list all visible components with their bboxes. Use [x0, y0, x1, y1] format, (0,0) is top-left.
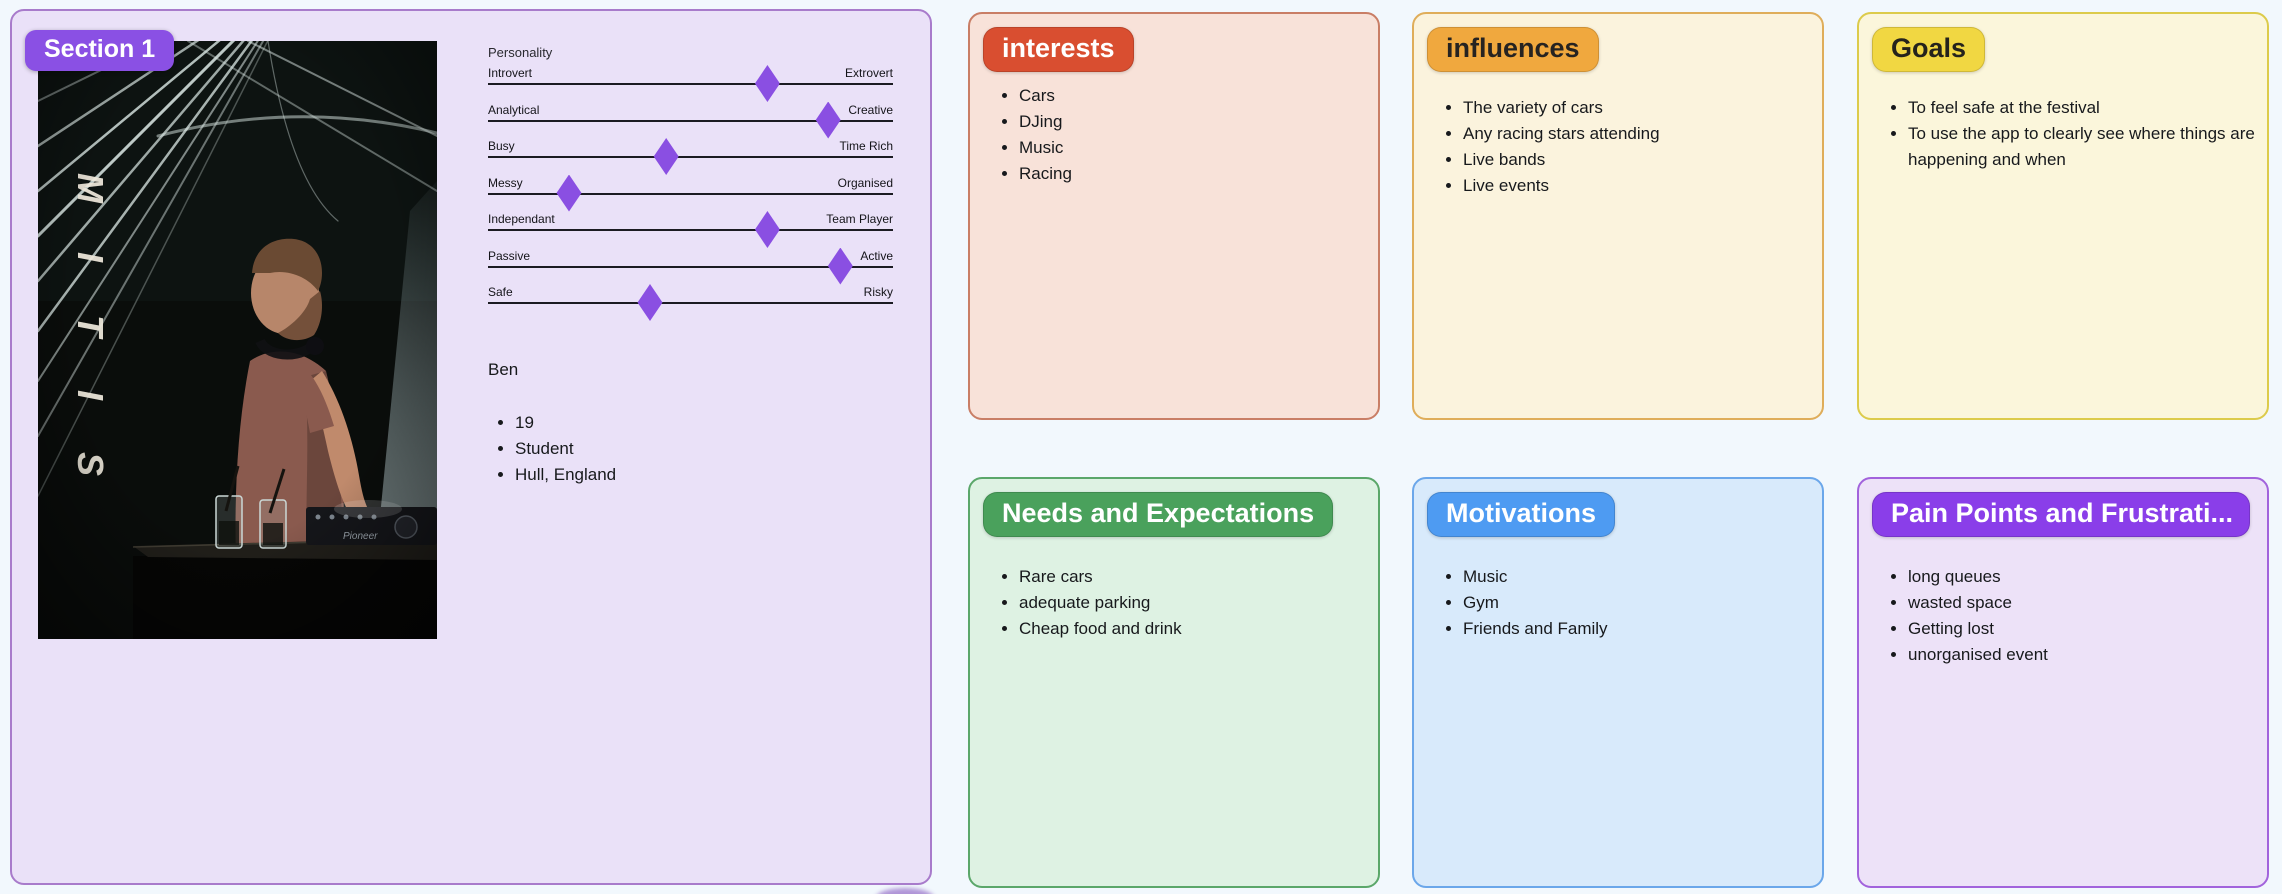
partial-shape-bottom[interactable] [876, 888, 934, 894]
card-title-badge[interactable]: interests [983, 27, 1134, 72]
card-title-badge[interactable]: Goals [1872, 27, 1986, 72]
card-list-item: unorganised event [1908, 642, 2263, 668]
personality-heading: Personality [488, 45, 553, 60]
card-item-list: Rare carsadequate parkingCheap food and … [983, 564, 1374, 642]
card-list-item: Music [1019, 135, 1374, 161]
persona-detail-item: Student [515, 436, 893, 462]
card-list-item: Any racing stars attending [1463, 121, 1818, 147]
photo-vignette [38, 41, 437, 639]
card-list-item: The variety of cars [1463, 95, 1818, 121]
card-title-badge[interactable]: Pain Points and Frustrati... [1872, 492, 2250, 537]
card-item-list: CarsDJingMusicRacing [983, 83, 1374, 187]
slider-left-label: Passive [488, 248, 531, 263]
card-item-list: long queueswasted spaceGetting lostunorg… [1872, 564, 2263, 668]
slider-left-label: Introvert [488, 66, 533, 80]
section1-right-column: Personality Introvert Extrovert Analytic… [488, 45, 893, 488]
card-list-item: To use the app to clearly see where thin… [1908, 121, 2263, 173]
slider-right-label: Risky [863, 285, 893, 299]
card-title-badge[interactable]: influences [1427, 27, 1599, 72]
section-badge[interactable]: Section 1 [25, 30, 175, 71]
persona-detail-item: Hull, England [515, 462, 893, 488]
persona-name: Ben [488, 360, 519, 379]
slider-left-label: Analytical [488, 102, 540, 117]
persona-note-card[interactable]: Pain Points and Frustrati... long queues… [1857, 477, 2269, 888]
card-list-item: wasted space [1908, 590, 2263, 616]
card-item-list: The variety of carsAny racing stars atte… [1427, 95, 1818, 199]
card-list-item: Cheap food and drink [1019, 616, 1374, 642]
dj-photo-graphic: M I T I S [38, 41, 437, 639]
slider-left-label: Independant [488, 212, 555, 226]
personality-sliders: Introvert Extrovert Analytical Creative … [488, 60, 893, 321]
slider-left-label: Safe [488, 285, 513, 299]
persona-details-list: 19 Student Hull, England [488, 410, 893, 488]
slider-right-label: Extrovert [844, 66, 893, 80]
card-item-list: To feel safe at the festivalTo use the a… [1872, 95, 2263, 173]
personality-slider: Analytical Creative [488, 85, 893, 139]
personality-slider: Busy Time Rich [488, 122, 893, 175]
persona-detail-item: 19 [515, 410, 893, 436]
card-list-item: Friends and Family [1463, 616, 1818, 642]
persona-note-card[interactable]: influences The variety of carsAny racing… [1412, 12, 1824, 420]
slider-right-label: Organised [837, 175, 893, 190]
persona-note-card[interactable]: Needs and Expectations Rare carsadequate… [968, 477, 1380, 888]
card-list-item: Music [1463, 564, 1818, 590]
slider-left-label: Busy [488, 139, 515, 153]
card-list-item: adequate parking [1019, 590, 1374, 616]
slider-right-label: Active [860, 248, 893, 263]
card-list-item: long queues [1908, 564, 2263, 590]
slider-right-label: Time Rich [839, 139, 893, 153]
slider-right-label: Team Player [826, 212, 893, 226]
card-list-item: DJing [1019, 109, 1374, 135]
card-list-item: Racing [1019, 161, 1374, 187]
section1-card[interactable]: Section 1 [10, 9, 932, 885]
slider-right-label: Creative [848, 102, 893, 117]
personality-slider: Independant Team Player [488, 195, 893, 248]
persona-note-card[interactable]: interests CarsDJingMusicRacing [968, 12, 1380, 420]
persona-note-card[interactable]: Motivations MusicGymFriends and Family [1412, 477, 1824, 888]
personality-slider: Safe Risky [488, 268, 893, 321]
card-list-item: Cars [1019, 83, 1374, 109]
card-item-list: MusicGymFriends and Family [1427, 564, 1818, 642]
card-title-badge[interactable]: Needs and Expectations [983, 492, 1334, 537]
persona-note-card[interactable]: Goals To feel safe at the festivalTo use… [1857, 12, 2269, 420]
card-list-item: Live bands [1463, 147, 1818, 173]
card-title-badge[interactable]: Motivations [1427, 492, 1616, 537]
card-list-item: To feel safe at the festival [1908, 95, 2263, 121]
card-list-item: Getting lost [1908, 616, 2263, 642]
card-list-item: Rare cars [1019, 564, 1374, 590]
card-list-item: Gym [1463, 590, 1818, 616]
card-list-item: Live events [1463, 173, 1818, 199]
dj-photo[interactable]: M I T I S [38, 41, 437, 639]
slider-left-label: Messy [488, 175, 523, 190]
